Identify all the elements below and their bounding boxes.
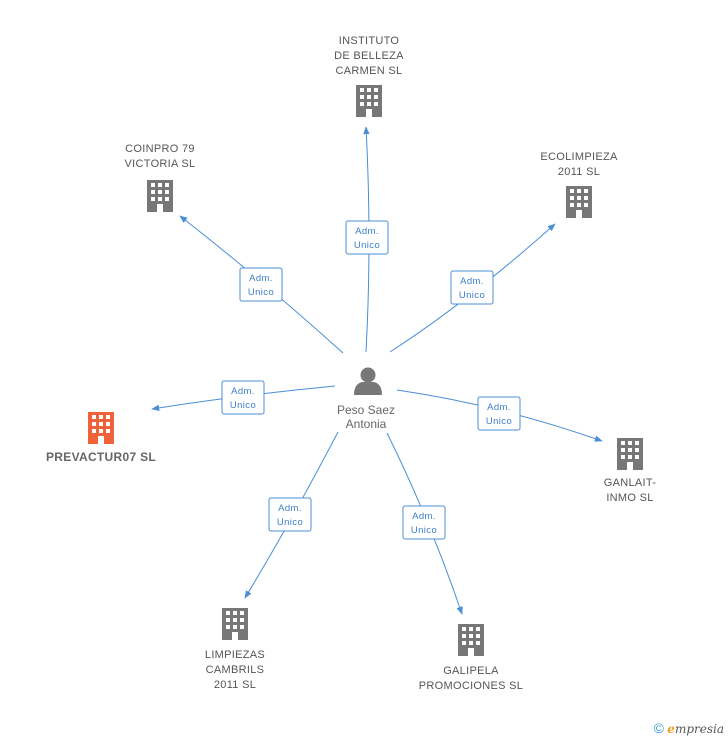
- edge-limpiezas: Adm. Unico: [244, 431, 339, 599]
- role-badge-line2: Unico: [459, 290, 485, 301]
- company-node-galipela[interactable]: GALIPELA PROMOCIONES SL: [419, 624, 523, 692]
- role-badge[interactable]: Adm. Unico: [450, 270, 494, 305]
- company-name-line: GALIPELA: [443, 665, 499, 677]
- role-badge[interactable]: Adm. Unico: [268, 497, 312, 532]
- person-icon: [354, 367, 382, 395]
- person-name-line2: Antonia: [346, 417, 387, 431]
- person-name-line1: Peso Saez: [337, 403, 395, 417]
- building-icon: [147, 180, 173, 212]
- company-name-line: 2011 SL: [214, 679, 256, 691]
- building-icon: [566, 186, 592, 218]
- company-name-line: PREVACTUR07 SL: [46, 450, 156, 464]
- edge-prevactur: Adm. Unico: [151, 380, 336, 415]
- building-icon: [356, 85, 382, 117]
- nodes-layer: INSTITUTO DE BELLEZA CARMEN SL COINPRO 79 VI…: [46, 35, 656, 692]
- edge-ganlait: Adm. Unico: [396, 389, 603, 442]
- company-name-line: ECOLIMPIEZA: [540, 151, 618, 163]
- company-name-line: INMO SL: [606, 492, 653, 504]
- role-badge-line1: Adm.: [249, 273, 273, 284]
- center-person-node[interactable]: Peso Saez Antonia: [337, 367, 395, 432]
- role-badge-box: [221, 380, 265, 415]
- role-badge-line2: Unico: [354, 240, 380, 251]
- building-icon: [222, 608, 248, 640]
- role-badge-line1: Adm.: [487, 402, 511, 413]
- company-name-line: CARMEN SL: [336, 65, 403, 77]
- company-name-line: COINPRO 79: [125, 143, 195, 155]
- role-badge[interactable]: Adm. Unico: [221, 380, 265, 415]
- role-badge-line1: Adm.: [412, 511, 436, 522]
- company-name-line: 2011 SL: [558, 166, 600, 178]
- role-badge-line2: Unico: [486, 416, 512, 427]
- company-name-line: LIMPIEZAS: [205, 649, 265, 661]
- role-badge-line1: Adm.: [278, 503, 302, 514]
- role-badge-line2: Unico: [277, 517, 303, 528]
- edge-coinpro: Adm. Unico: [179, 215, 344, 354]
- role-badge-line2: Unico: [230, 400, 256, 411]
- footer-brand: © empresia: [654, 720, 724, 736]
- role-badge-box: [402, 505, 446, 540]
- building-icon: [458, 624, 484, 656]
- edge-instituto: Adm. Unico: [345, 126, 389, 353]
- company-name-line: GANLAIT-: [604, 477, 657, 489]
- role-badge-box: [345, 220, 389, 255]
- role-badge-line1: Adm.: [460, 276, 484, 287]
- company-name-line: DE BELLEZA: [334, 50, 404, 62]
- company-node-ecolimpieza[interactable]: ECOLIMPIEZA 2011 SL: [540, 151, 618, 218]
- role-badge[interactable]: Adm. Unico: [402, 505, 446, 540]
- company-node-prevactur[interactable]: PREVACTUR07 SL: [46, 412, 156, 464]
- company-name-line: VICTORIA SL: [125, 158, 196, 170]
- role-badge-line2: Unico: [248, 287, 274, 298]
- role-badge-box: [477, 396, 521, 431]
- role-badge-box: [268, 497, 312, 532]
- building-icon: [617, 438, 643, 470]
- company-name-line: INSTITUTO: [339, 35, 400, 47]
- edge-ecolimpieza: Adm. Unico: [389, 223, 556, 353]
- company-node-coinpro[interactable]: COINPRO 79 VICTORIA SL: [125, 143, 196, 212]
- brand-logo: empresia: [667, 722, 724, 736]
- company-node-instituto[interactable]: INSTITUTO DE BELLEZA CARMEN SL: [334, 35, 404, 117]
- role-badge-line1: Adm.: [355, 226, 379, 237]
- building-icon: [88, 412, 114, 444]
- company-name-line: CAMBRILS: [206, 664, 265, 676]
- copyright-symbol: ©: [653, 720, 664, 736]
- role-badge[interactable]: Adm. Unico: [477, 396, 521, 431]
- role-badge[interactable]: Adm. Unico: [239, 267, 283, 302]
- role-badge-box: [450, 270, 494, 305]
- role-badge-line2: Unico: [411, 525, 437, 536]
- company-node-ganlait[interactable]: GANLAIT- INMO SL: [604, 438, 657, 504]
- company-name-line: PROMOCIONES SL: [419, 680, 523, 692]
- role-badge-line1: Adm.: [231, 386, 255, 397]
- company-node-limpiezas[interactable]: LIMPIEZAS CAMBRILS 2011 SL: [205, 608, 265, 691]
- role-badge[interactable]: Adm. Unico: [345, 220, 389, 255]
- edge-galipela: Adm. Unico: [386, 432, 463, 615]
- role-badge-box: [239, 267, 283, 302]
